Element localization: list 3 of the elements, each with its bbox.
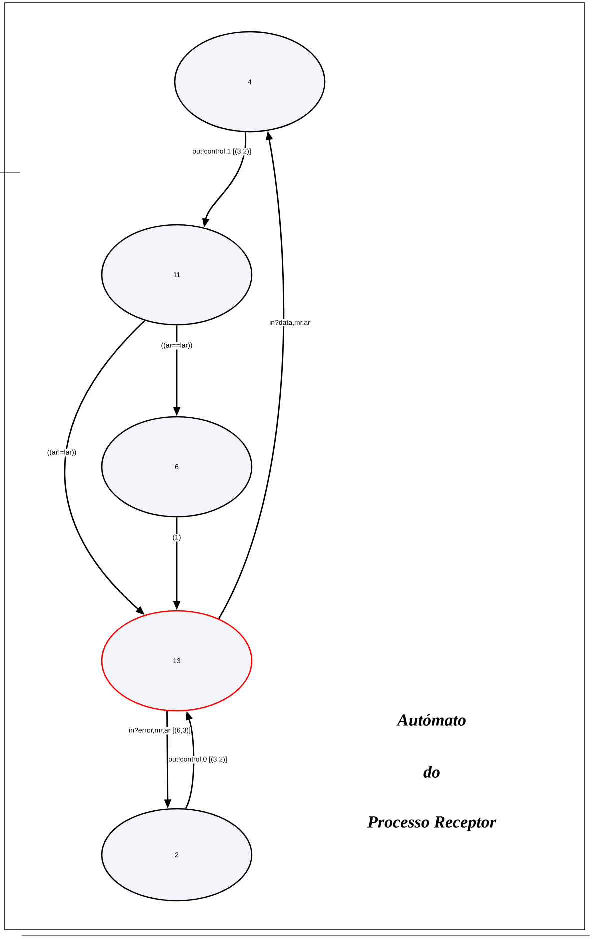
title-text: Processo Receptor (368, 816, 497, 832)
title-text: do (424, 766, 440, 778)
title-text: Autómato (396, 714, 466, 726)
